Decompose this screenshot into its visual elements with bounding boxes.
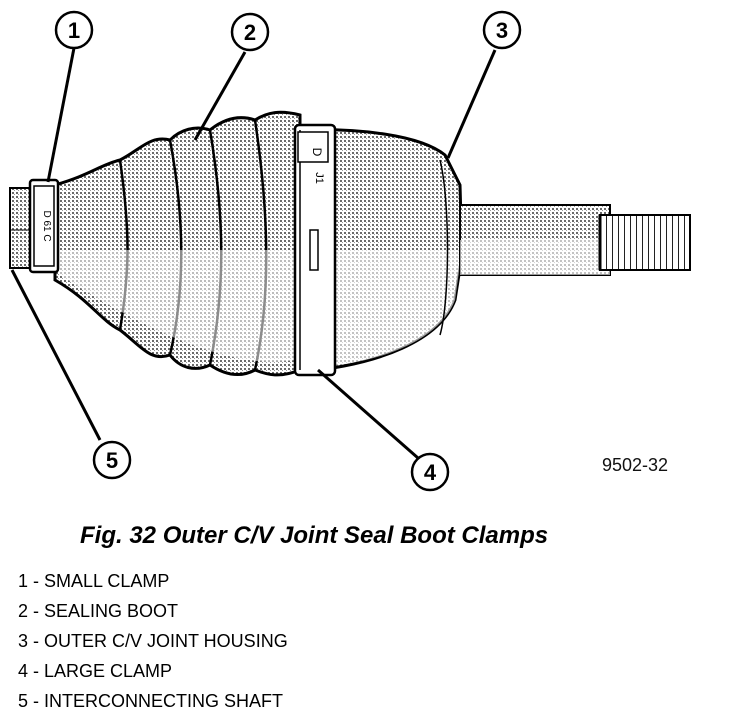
- legend-item: 4 - LARGE CLAMP: [18, 661, 173, 681]
- legend-item: 1 - SMALL CLAMP: [18, 571, 170, 591]
- figure-code: 9502-32: [602, 455, 669, 475]
- leader-lines: [10, 47, 497, 460]
- callout-5: 5: [92, 440, 132, 480]
- outer-cv-joint-housing: [298, 128, 464, 374]
- cv-joint-illustration: D 61 C D J1 1 2 3: [9, 10, 691, 492]
- svg-text:1: 1: [68, 18, 80, 43]
- large-clamp-marking-mid: J1: [313, 172, 325, 184]
- callout-1: 1: [54, 10, 94, 50]
- svg-text:4: 4: [424, 460, 437, 485]
- small-clamp-marking: D 61 C: [41, 210, 52, 241]
- callout-4: 4: [410, 452, 450, 492]
- large-clamp-marking-top: D: [310, 148, 324, 157]
- legend-list: 1 - SMALL CLAMP 2 - SEALING BOOT 3 - OUT…: [18, 566, 288, 716]
- svg-text:3: 3: [496, 18, 508, 43]
- callout-3: 3: [482, 10, 522, 50]
- legend-item: 3 - OUTER C/V JOINT HOUSING: [18, 631, 288, 651]
- legend-item: 5 - INTERCONNECTING SHAFT: [18, 691, 284, 711]
- large-clamp: D J1: [293, 123, 337, 377]
- small-clamp: D 61 C: [28, 178, 60, 274]
- figure-caption: Fig. 32 Outer C/V Joint Seal Boot Clamps: [80, 522, 549, 549]
- svg-text:5: 5: [106, 448, 118, 473]
- output-stub-shaft: [459, 204, 691, 276]
- sealing-boot: [53, 110, 302, 377]
- legend-item: 2 - SEALING BOOT: [18, 601, 179, 621]
- callout-2: 2: [230, 12, 270, 52]
- svg-text:2: 2: [244, 20, 256, 45]
